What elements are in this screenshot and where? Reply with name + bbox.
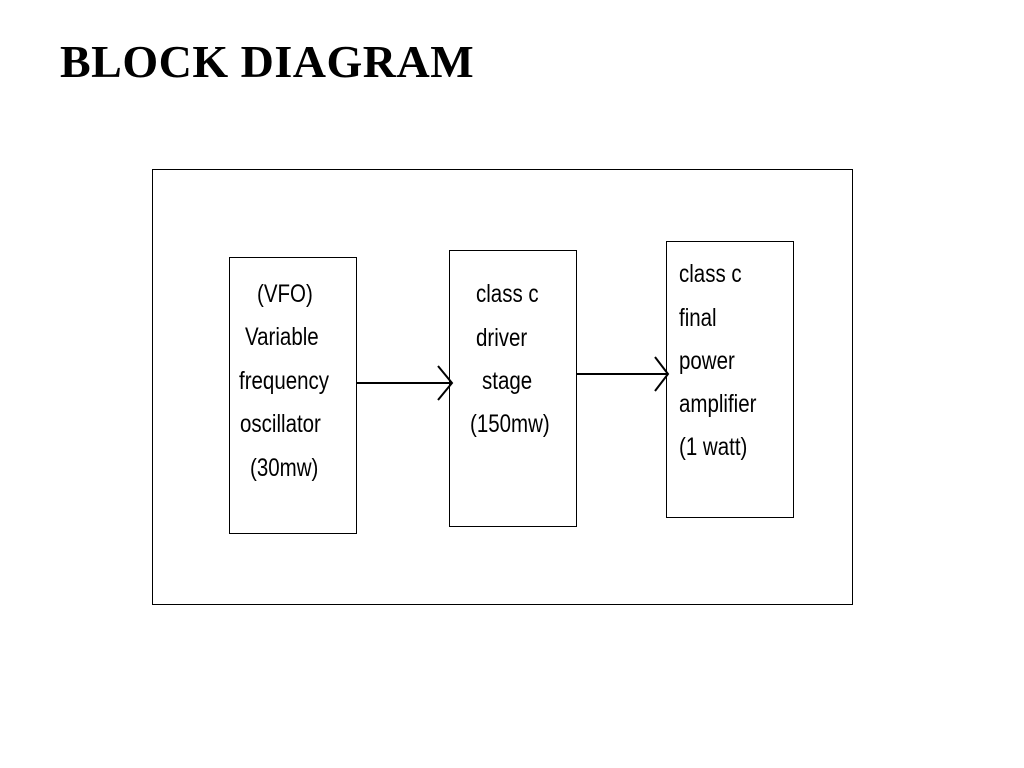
page-title: BLOCK DIAGRAM <box>60 36 475 87</box>
amplifier-line-2: final <box>679 304 717 332</box>
driver-line-3: stage <box>482 367 533 395</box>
diagram-frame <box>152 169 853 605</box>
vfo-line-4: oscillator <box>240 410 321 438</box>
driver-line-1: class c <box>476 280 539 308</box>
vfo-block: (VFO) Variable frequency oscillator (30m… <box>229 257 357 534</box>
amplifier-line-1: class c <box>679 260 742 288</box>
driver-stage-block: class c driver stage (150mw) <box>449 250 577 527</box>
driver-line-4: (150mw) <box>470 410 550 438</box>
vfo-line-1: (VFO) <box>257 280 313 308</box>
amplifier-line-4: amplifier <box>679 390 757 418</box>
vfo-line-5: (30mw) <box>250 454 319 482</box>
amplifier-line-3: power <box>679 347 735 375</box>
final-amplifier-block: class c final power amplifier (1 watt) <box>666 241 794 518</box>
vfo-line-2: Variable <box>245 323 319 351</box>
driver-line-2: driver <box>476 324 528 352</box>
vfo-line-3: frequency <box>239 367 330 395</box>
amplifier-line-5: (1 watt) <box>679 433 748 461</box>
